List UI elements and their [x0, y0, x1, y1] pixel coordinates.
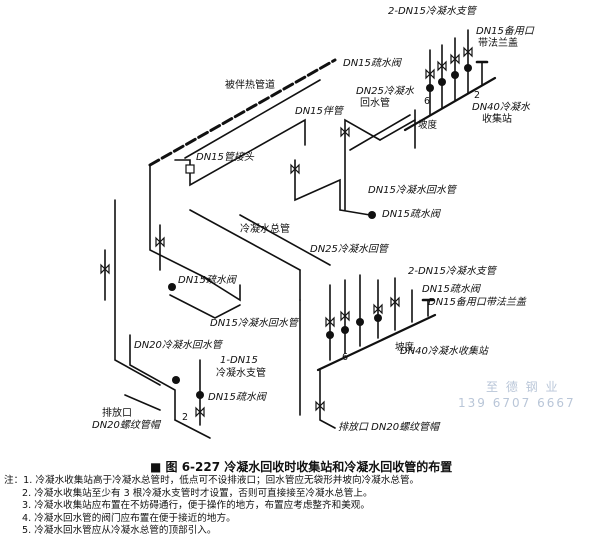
traced-pipe-line	[148, 58, 337, 167]
mid-return-dn15	[169, 294, 241, 319]
valve-icon	[340, 126, 350, 138]
dn25-return-top	[344, 118, 381, 211]
label-drain-left-2: DN20螺纹管帽	[92, 420, 160, 431]
valve-icon	[315, 400, 325, 412]
main-condensate-pipe	[149, 164, 211, 281]
note-line: 注：1. 冷凝水收集站高于冷凝水总管时，低点可不设排液口；回水管应无袋形并坡向冷…	[4, 475, 420, 486]
steam-trap-icon	[196, 391, 204, 399]
label-drain-right: 排放口 DN20螺纹管帽	[338, 422, 440, 433]
valve-icon	[437, 60, 447, 72]
label-num-6-top: 6	[424, 96, 431, 107]
label-right-branch-pipes: 2-DN15冷凝水支管	[408, 266, 496, 277]
dn20-return-pipe	[129, 334, 176, 421]
label-drain-valve-low: DN15疏水阀	[208, 392, 266, 403]
note-line: 2. 冷凝水收集站至少有 3 根冷凝水支管时才设置，否则可直接接至冷凝水总管上。	[22, 487, 373, 499]
label-branch-1-a: 1-DN15	[220, 355, 258, 366]
label-top-station-2: 收集站	[482, 114, 512, 125]
label-tracer-pipe: DN15伴管	[295, 106, 343, 117]
piping-diagram-svg	[100, 29, 497, 439]
notes-block: 注：1. 冷凝水收集站高于冷凝水总管时，低点可不设排液口；回水管应无袋形并坡向冷…	[4, 475, 596, 538]
right-drain-pipe	[319, 369, 336, 429]
valve-icon	[425, 68, 435, 80]
steam-trap-icon	[168, 283, 176, 291]
note-line: 4. 冷凝水回水管的阀门应布置在便于接近的地方。	[22, 512, 236, 524]
label-branch-1-b: 冷凝水支管	[216, 368, 266, 379]
tracer-pipe-line	[174, 118, 306, 187]
main-condensate-run	[189, 209, 301, 271]
label-num-2-left: 2	[182, 412, 189, 423]
note-line: 3. 冷凝水收集站应布置在不妨碍通行，便于操作的地方，布置应考虑整齐和美观。	[22, 500, 370, 512]
right-station-header	[316, 313, 437, 372]
valve-icon	[463, 46, 473, 58]
label-drain-left-1: 排放口	[102, 408, 132, 419]
note-line: 5. 冷凝水回水管应从冷凝水总管的顶部引入。	[22, 525, 217, 537]
label-return-dn25-1: DN25冷凝水	[356, 86, 414, 97]
label-drain-valve-upper: DN15疏水阀	[382, 209, 440, 220]
label-drain-valve-mid: DN15疏水阀	[178, 275, 236, 286]
left-drain-pipe	[124, 394, 161, 411]
valve-icon	[373, 303, 383, 315]
label-right-spare-port: DN15备用口带法兰盖	[428, 297, 526, 308]
steam-trap-icon	[438, 78, 446, 86]
label-main-pipe: 冷凝水总管	[240, 224, 290, 235]
upper-drain-branch	[294, 159, 341, 211]
label-return-dn25-main: DN25冷凝水回管	[310, 244, 388, 255]
label-return-dn15-upper: DN15冷凝水回水管	[368, 185, 456, 196]
valve-icon	[450, 53, 460, 65]
steam-trap-icon	[326, 331, 334, 339]
valve-icon	[325, 316, 335, 328]
label-num-2-top: 2	[474, 90, 481, 101]
valve-icon	[155, 236, 165, 248]
watermark-line-2: 139 6707 6667	[458, 396, 576, 410]
valve-icon	[340, 310, 350, 322]
label-traced-pipe: 被伴热管道	[225, 80, 275, 91]
steam-trap-icon	[172, 376, 180, 384]
valve-icon	[390, 296, 400, 308]
piping-diagram: 2-DN15冷凝水支管 DN15备用口 带法兰盖 DN15疏水阀 被伴热管道 D…	[92, 6, 576, 439]
label-slope-right: 坡度	[395, 342, 415, 353]
steam-trap-icon	[374, 314, 382, 322]
figure-caption: ■ 图 6-227 冷凝水回收时收集站和冷凝水回收管的布置	[150, 460, 453, 474]
label-return-dn15-mid: DN15冷凝水回水管	[210, 318, 298, 329]
left-riser	[114, 199, 161, 386]
label-right-drain-valve: DN15疏水阀	[422, 284, 480, 295]
label-num-6-right: 6	[342, 352, 349, 363]
label-slope-top: 坡度	[418, 120, 438, 131]
top-station-slope-pipe	[379, 119, 416, 141]
valve-icon	[290, 163, 300, 175]
top-station-header	[403, 76, 497, 132]
label-top-spare-port-2: 带法兰盖	[478, 38, 518, 49]
steam-trap-icon	[356, 318, 364, 326]
label-top-branch-pipes: 2-DN15冷凝水支管	[388, 6, 476, 17]
dn25-return-top-2	[349, 114, 411, 151]
tracer-pipe-parallel	[184, 79, 321, 159]
pipe-joint-icon	[185, 164, 195, 174]
steam-trap-icon	[341, 326, 349, 334]
label-return-dn25-2: 回水管	[360, 98, 390, 109]
label-top-drain-valve: DN15疏水阀	[343, 58, 401, 69]
label-return-dn20: DN20冷凝水回水管	[134, 340, 222, 351]
label-top-station-1: DN40冷凝水	[472, 102, 530, 113]
label-top-spare-port-1: DN15备用口	[476, 26, 534, 37]
mid-drain-branch	[199, 274, 241, 302]
steam-trap-icon	[368, 211, 376, 219]
steam-trap-icon	[464, 64, 472, 72]
steam-trap-icon	[451, 71, 459, 79]
label-right-station: DN40冷凝水收集站	[400, 346, 488, 357]
watermark-line-1: 至 德 钢 业	[486, 380, 560, 394]
dn25-main-return	[239, 214, 331, 266]
label-pipe-joint: DN15管接头	[196, 152, 254, 163]
valve-icon	[195, 406, 205, 418]
valve-icon	[100, 263, 110, 275]
steam-trap-icon	[426, 84, 434, 92]
upper-drain-branch-2	[339, 209, 371, 216]
left-bottom-link	[174, 419, 211, 439]
